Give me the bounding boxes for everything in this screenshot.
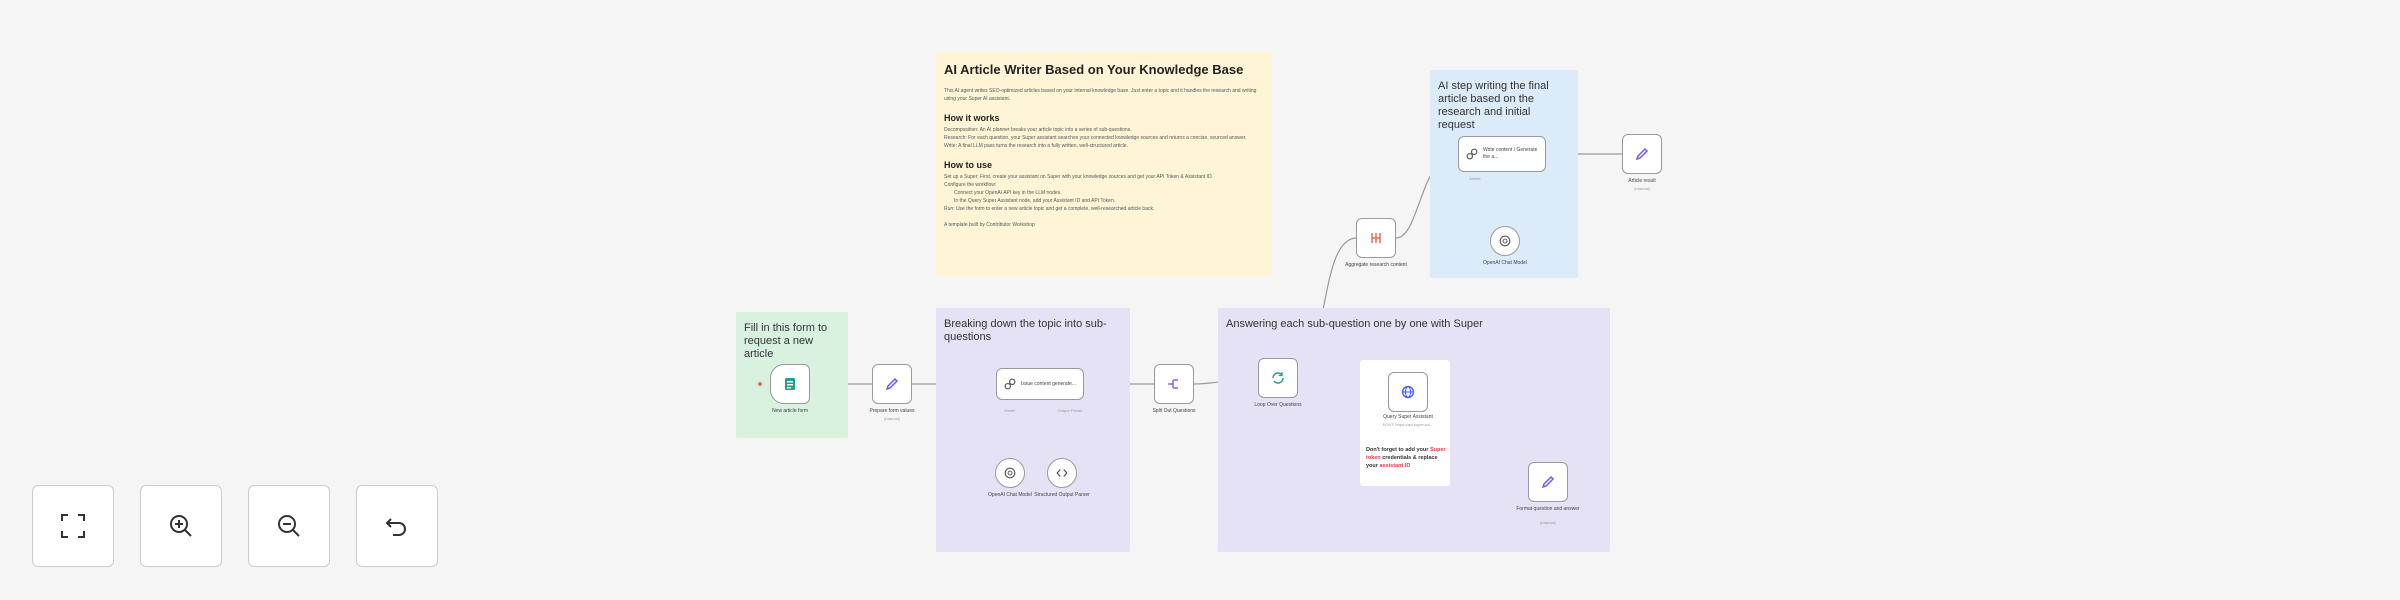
globe-icon <box>1401 385 1415 399</box>
write-model-port-label: Model <box>1469 176 1481 181</box>
query-node-sub: POST: https://api.super.so/... <box>1382 422 1434 427</box>
how-it-works-item: Research: For each question, your Super … <box>944 135 1247 141</box>
fit-view-button[interactable] <box>32 485 114 567</box>
split-icon <box>1168 379 1178 389</box>
prepare-node-label: Prepare form values <box>869 408 915 414</box>
zoom-in-button[interactable] <box>140 485 222 567</box>
link-icon <box>1466 148 1478 160</box>
query-super-node[interactable] <box>1388 372 1428 412</box>
openai-icon <box>1499 235 1511 247</box>
form-trigger-node[interactable] <box>770 364 810 404</box>
how-to-use-item: In the Query Super Assistant node, add y… <box>954 198 1116 204</box>
template-footer: A template built by Contributor Workshop <box>944 222 1035 228</box>
form-icon <box>785 378 795 390</box>
openai-model-label: OpenAI Chat Model <box>988 492 1032 498</box>
openai-model-node[interactable] <box>995 458 1025 488</box>
ai-step-note-text: AI step writing the final article based … <box>1438 80 1549 131</box>
form-node-label: New article form <box>771 408 809 414</box>
split-out-node[interactable] <box>1154 364 1194 404</box>
main-title: AI Article Writer Based on Your Knowledg… <box>944 62 1244 77</box>
output-parser-node[interactable] <box>1047 458 1077 488</box>
code-brackets-icon <box>1056 469 1068 477</box>
output-parser-label: Structured Output Parser <box>1034 492 1090 498</box>
how-to-use-item: Set up a Super: First, create your assis… <box>944 174 1213 180</box>
credentials-token-highlight: Super token <box>1366 447 1446 461</box>
prepare-node-sub: (manual) <box>884 416 900 421</box>
zoom-in-icon <box>170 515 192 537</box>
zoom-out-button[interactable] <box>248 485 330 567</box>
how-to-use-item: Connect your OpenAI API key in the LLM n… <box>954 190 1062 196</box>
reset-zoom-button[interactable] <box>356 485 438 567</box>
how-it-works-item: Decomposition: An AI planner breaks your… <box>944 127 1132 133</box>
subq-node-text: Issue content generate... <box>1021 380 1077 387</box>
edit-icon <box>885 377 899 391</box>
aggregate-node[interactable] <box>1356 218 1396 258</box>
form-note-text: Fill in this form to request a new artic… <box>744 322 828 360</box>
credentials-note-text: Don't forget to add your Super token cre… <box>1366 446 1446 470</box>
subquestion-generator-node[interactable]: Issue content generate... <box>996 368 1084 400</box>
openai-model-label-2: OpenAI Chat Model <box>1483 260 1527 266</box>
final-node-label: Article result <box>1628 178 1656 184</box>
format-qa-node[interactable] <box>1528 462 1568 502</box>
format-node-label: Format question and answer <box>1516 506 1580 512</box>
edit-icon <box>1635 147 1649 161</box>
how-to-use-item: Configure the workflow: <box>944 182 997 188</box>
final-node-sub: (manual) <box>1634 186 1650 191</box>
openai-icon <box>1004 467 1016 479</box>
credentials-assistant-highlight: assistant ID <box>1379 463 1411 469</box>
prepare-form-node[interactable] <box>872 364 912 404</box>
write-content-node[interactable]: Write content / Generate the a... <box>1458 136 1546 172</box>
how-it-works-item: Write: A final LLM pass turns the resear… <box>944 143 1128 149</box>
breakdown-note-text: Breaking down the topic into sub-questio… <box>944 318 1107 343</box>
split-node-label: Split Out Questions <box>1152 408 1196 414</box>
loop-node[interactable] <box>1258 358 1298 398</box>
format-node-sub: (manual) <box>1540 520 1556 525</box>
loop-icon <box>1272 372 1284 384</box>
undo-icon <box>385 518 406 536</box>
credentials-line1: Don't forget to add your <box>1366 447 1430 453</box>
aggregate-node-label: Aggregate research content <box>1345 262 1407 268</box>
intro-text: This AI agent writes SEO-optimized artic… <box>944 88 1257 102</box>
fit-view-icon <box>61 514 85 538</box>
credentials-line2: credentials & replace your <box>1366 455 1438 469</box>
article-result-node[interactable] <box>1622 134 1662 174</box>
breakdown-sticky-note[interactable]: Breaking down the topic into sub-questio… <box>936 308 1130 552</box>
loop-node-label: Loop Over Questions <box>1254 402 1302 408</box>
subq-parser-port-label: Output Parser <box>1057 408 1083 413</box>
main-sticky-note[interactable]: AI Article Writer Based on Your Knowledg… <box>936 52 1272 276</box>
query-node-label: Query Super Assistant <box>1383 414 1433 420</box>
trigger-indicator <box>758 382 762 386</box>
edit-icon <box>1541 475 1555 489</box>
openai-model-node-2[interactable] <box>1490 226 1520 256</box>
write-node-text: Write content / Generate the a... <box>1483 147 1538 160</box>
how-it-works-heading: How it works <box>944 113 1000 123</box>
answering-note-text: Answering each sub-question one by one w… <box>1226 318 1483 330</box>
subq-model-port-label: Model <box>1004 408 1016 413</box>
link-icon <box>1004 378 1016 390</box>
how-to-use-item: Run: Use the form to enter a new article… <box>944 206 1155 212</box>
aggregate-icon <box>1371 233 1381 243</box>
zoom-out-icon <box>278 515 300 537</box>
how-to-use-heading: How to use <box>944 160 993 170</box>
